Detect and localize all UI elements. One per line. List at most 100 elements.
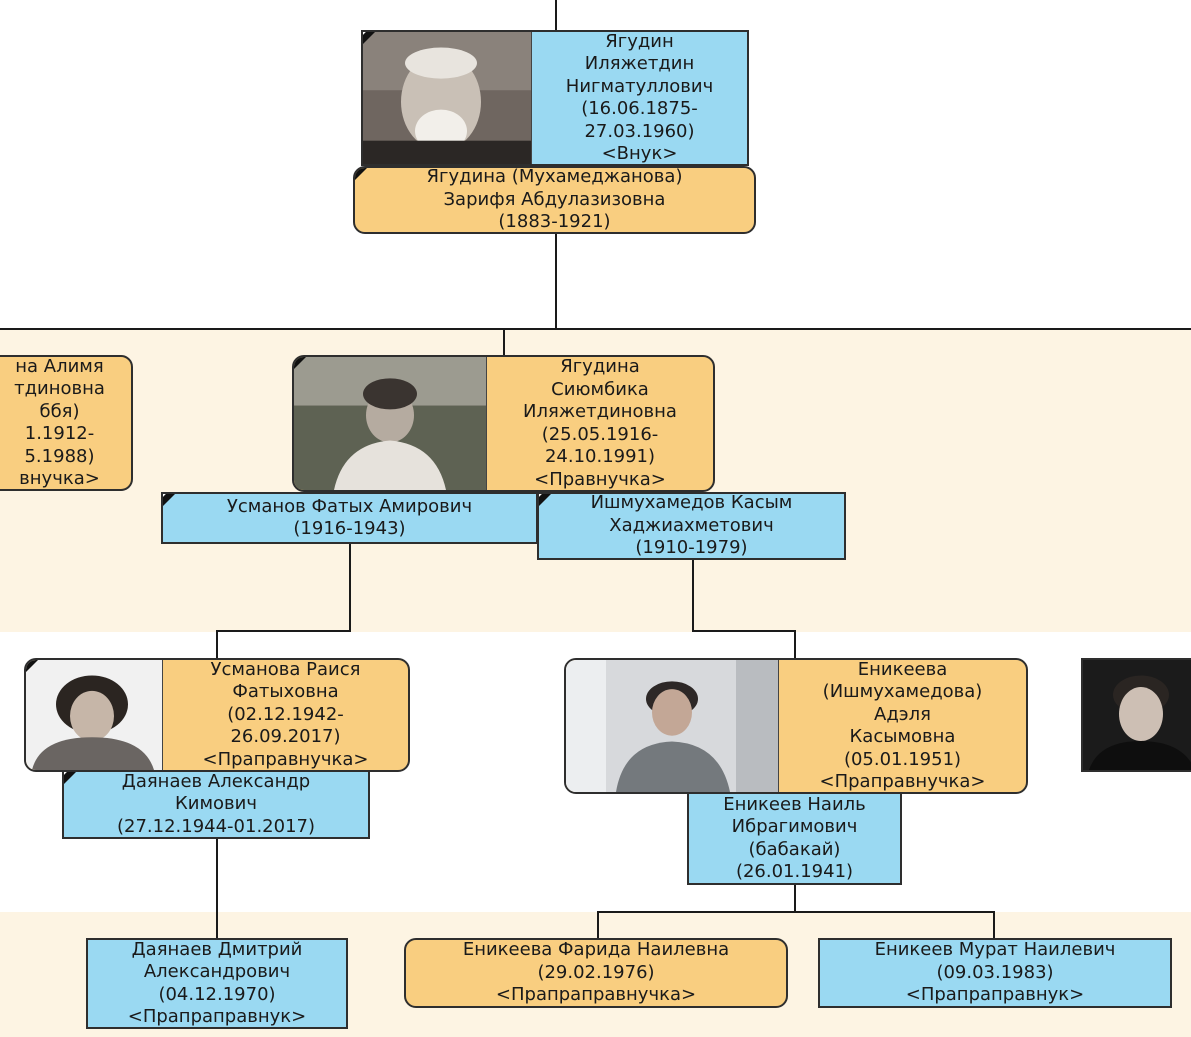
person-dates-line: (09.03.1983) <box>936 961 1054 983</box>
person-text: Еникеев Наиль Ибрагимович (бабакай) (26.… <box>689 794 900 883</box>
person-dates-line: (27.12.1944-01.2017) <box>116 815 316 837</box>
person-dates-line: (05.01.1951) <box>843 748 962 770</box>
person-name-line: Ишмухамедов Касым <box>590 492 793 514</box>
person-card-farida[interactable]: Еникеева Фарида Наилевна (29.02.1976) <П… <box>404 938 788 1008</box>
person-text: Ишмухамедов Касым Хаджиахметович (1910-1… <box>539 494 844 558</box>
mourning-ribbon-icon <box>294 357 308 371</box>
person-dates-line: 26.09.2017) <box>230 726 341 748</box>
person-dates-line: 1.1912- <box>24 423 95 444</box>
person-name-line: Ягудина (Мухамеджанова) <box>426 166 683 188</box>
connector-line <box>692 630 796 632</box>
person-card-adelja[interactable]: Еникеева (Ишмухамедова) Адэля Касымовна … <box>564 658 1028 794</box>
person-name-line: ббя) <box>39 400 80 422</box>
connector-line <box>216 630 351 632</box>
person-card-aleksandr[interactable]: Даянаев Александр Кимович (27.12.1944-01… <box>62 770 370 839</box>
person-text: Усманова Раися Фатыховна (02.12.1942- 26… <box>163 660 408 770</box>
person-card-partial-right[interactable] <box>1081 658 1191 772</box>
person-text: Ягудин Иляжетдин Нигматуллович (16.06.18… <box>532 32 747 164</box>
portrait-photo <box>1083 660 1191 770</box>
person-text: Даянаев Дмитрий Александрович (04.12.197… <box>88 940 346 1027</box>
person-card-alimja[interactable]: на Алимя тдиновна ббя) 1.1912- 5.1988) в… <box>0 355 133 491</box>
person-name-line: Фатыховна <box>232 681 339 703</box>
person-text: Еникеева (Ишмухамедова) Адэля Касымовна … <box>779 660 1026 792</box>
person-name-line: Даянаев Александр <box>121 770 311 792</box>
person-name-line: Кимович <box>174 793 257 815</box>
person-relation: <Прапраправнук> <box>127 1006 307 1027</box>
person-name-line: Даянаев Дмитрий <box>131 938 303 960</box>
person-text: Усманов Фатых Амирович (1916-1943) <box>163 494 536 542</box>
person-name-line: Адэля <box>874 703 931 725</box>
person-text: Еникеев Мурат Наилевич (09.03.1983) <Пра… <box>820 940 1170 1006</box>
portrait-photo <box>566 660 779 792</box>
person-name-line: Ягудин <box>605 30 674 52</box>
person-name-line: Усманова Раися <box>210 658 361 680</box>
connector-line <box>993 911 995 940</box>
person-dates-line: (02.12.1942- <box>227 703 344 725</box>
mourning-ribbon-icon <box>539 494 553 508</box>
person-card-iljaketdin[interactable]: Ягудин Иляжетдин Нигматуллович (16.06.18… <box>361 30 749 166</box>
connector-line <box>216 630 218 660</box>
person-card-dmitrij[interactable]: Даянаев Дмитрий Александрович (04.12.197… <box>86 938 348 1029</box>
mourning-ribbon-icon <box>163 494 177 508</box>
person-name-line: Еникеева Фарида Наилевна <box>462 939 730 961</box>
connector-line <box>555 0 557 30</box>
person-card-raisja[interactable]: Усманова Раися Фатыховна (02.12.1942- 26… <box>24 658 410 772</box>
person-dates-line: (16.06.1875- <box>581 98 698 119</box>
connector-line <box>349 542 351 630</box>
person-dates-line: (04.12.1970) <box>158 983 276 1005</box>
person-card-zarifja[interactable]: Ягудина (Мухамеджанова) Зарифя Абдулазиз… <box>353 166 756 234</box>
person-name-line: Ягудина <box>560 356 640 377</box>
person-text: на Алимя тдиновна ббя) 1.1912- 5.1988) в… <box>0 357 131 489</box>
person-name-line: (Ишмухамедова) <box>822 681 983 702</box>
connector-line <box>597 911 599 940</box>
person-name-line: на Алимя <box>15 355 104 377</box>
portrait-photo <box>294 357 487 490</box>
person-dates-line: 24.10.1991) <box>544 446 656 467</box>
person-card-fatyh[interactable]: Усманов Фатых Амирович (1916-1943) <box>161 492 538 544</box>
person-text: Даянаев Александр Кимович (27.12.1944-01… <box>64 772 368 837</box>
person-relation: внучка> <box>19 468 100 489</box>
person-dates-line: 5.1988) <box>24 445 95 467</box>
connector-line <box>555 232 557 330</box>
person-name-line: Еникеева <box>857 658 948 680</box>
person-name-line: Касымовна <box>849 726 956 747</box>
person-card-sijumbika[interactable]: Ягудина Сиюмбика Иляжетдиновна (25.05.19… <box>292 355 715 492</box>
person-dates-line: (29.02.1976) <box>537 961 655 983</box>
portrait-photo <box>363 32 532 164</box>
connector-line <box>794 883 796 912</box>
person-dates-line: (1916-1943) <box>293 518 406 539</box>
person-card-kasym[interactable]: Ишмухамедов Касым Хаджиахметович (1910-1… <box>537 492 846 560</box>
person-relation: <Прапраправнук> <box>905 984 1085 1006</box>
person-name-line: Сиюмбика <box>551 378 649 400</box>
person-relation: <Прапраправнучка> <box>495 984 697 1006</box>
mourning-ribbon-icon <box>26 660 40 674</box>
person-name-line: Александрович <box>143 961 291 982</box>
connector-line <box>216 837 218 940</box>
person-dates-line: (26.01.1941) <box>735 861 854 882</box>
person-dates-line: (1910-1979) <box>635 537 748 559</box>
person-name-line: Иляжетдиновна <box>523 401 677 422</box>
mourning-ribbon-icon <box>363 32 377 46</box>
person-name-line: Иляжетдин <box>584 53 695 74</box>
connector-line <box>597 911 995 913</box>
person-relation: <Праправнучка> <box>202 748 369 770</box>
person-text: Ягудина (Мухамеджанова) Зарифя Абдулазиз… <box>355 168 754 232</box>
mourning-ribbon-icon <box>355 168 369 182</box>
person-name-line: Еникеев Мурат Наилевич <box>874 939 1116 961</box>
person-dates-line: (25.05.1916- <box>541 423 659 445</box>
person-name-line: Нигматуллович <box>565 75 714 97</box>
person-name-line: Хаджиахметович <box>609 514 774 536</box>
person-relation: <Праправнучка> <box>819 771 986 792</box>
person-card-nail[interactable]: Еникеев Наиль Ибрагимович (бабакай) (26.… <box>687 792 902 885</box>
person-name-line: Ибрагимович <box>731 816 858 837</box>
person-dates-line: 27.03.1960) <box>584 120 695 142</box>
person-card-murat[interactable]: Еникеев Мурат Наилевич (09.03.1983) <Пра… <box>818 938 1172 1008</box>
person-name-line: Зарифя Абдулазизовна <box>443 188 666 210</box>
mourning-ribbon-icon <box>64 772 78 786</box>
connector-line <box>0 328 1191 330</box>
person-text: Ягудина Сиюмбика Иляжетдиновна (25.05.19… <box>487 357 713 490</box>
person-name-line: тдиновна <box>14 378 105 399</box>
connector-line <box>794 630 796 660</box>
person-dates-line: (1883-1921) <box>498 211 611 233</box>
person-name-line: Еникеев Наиль <box>723 793 866 815</box>
